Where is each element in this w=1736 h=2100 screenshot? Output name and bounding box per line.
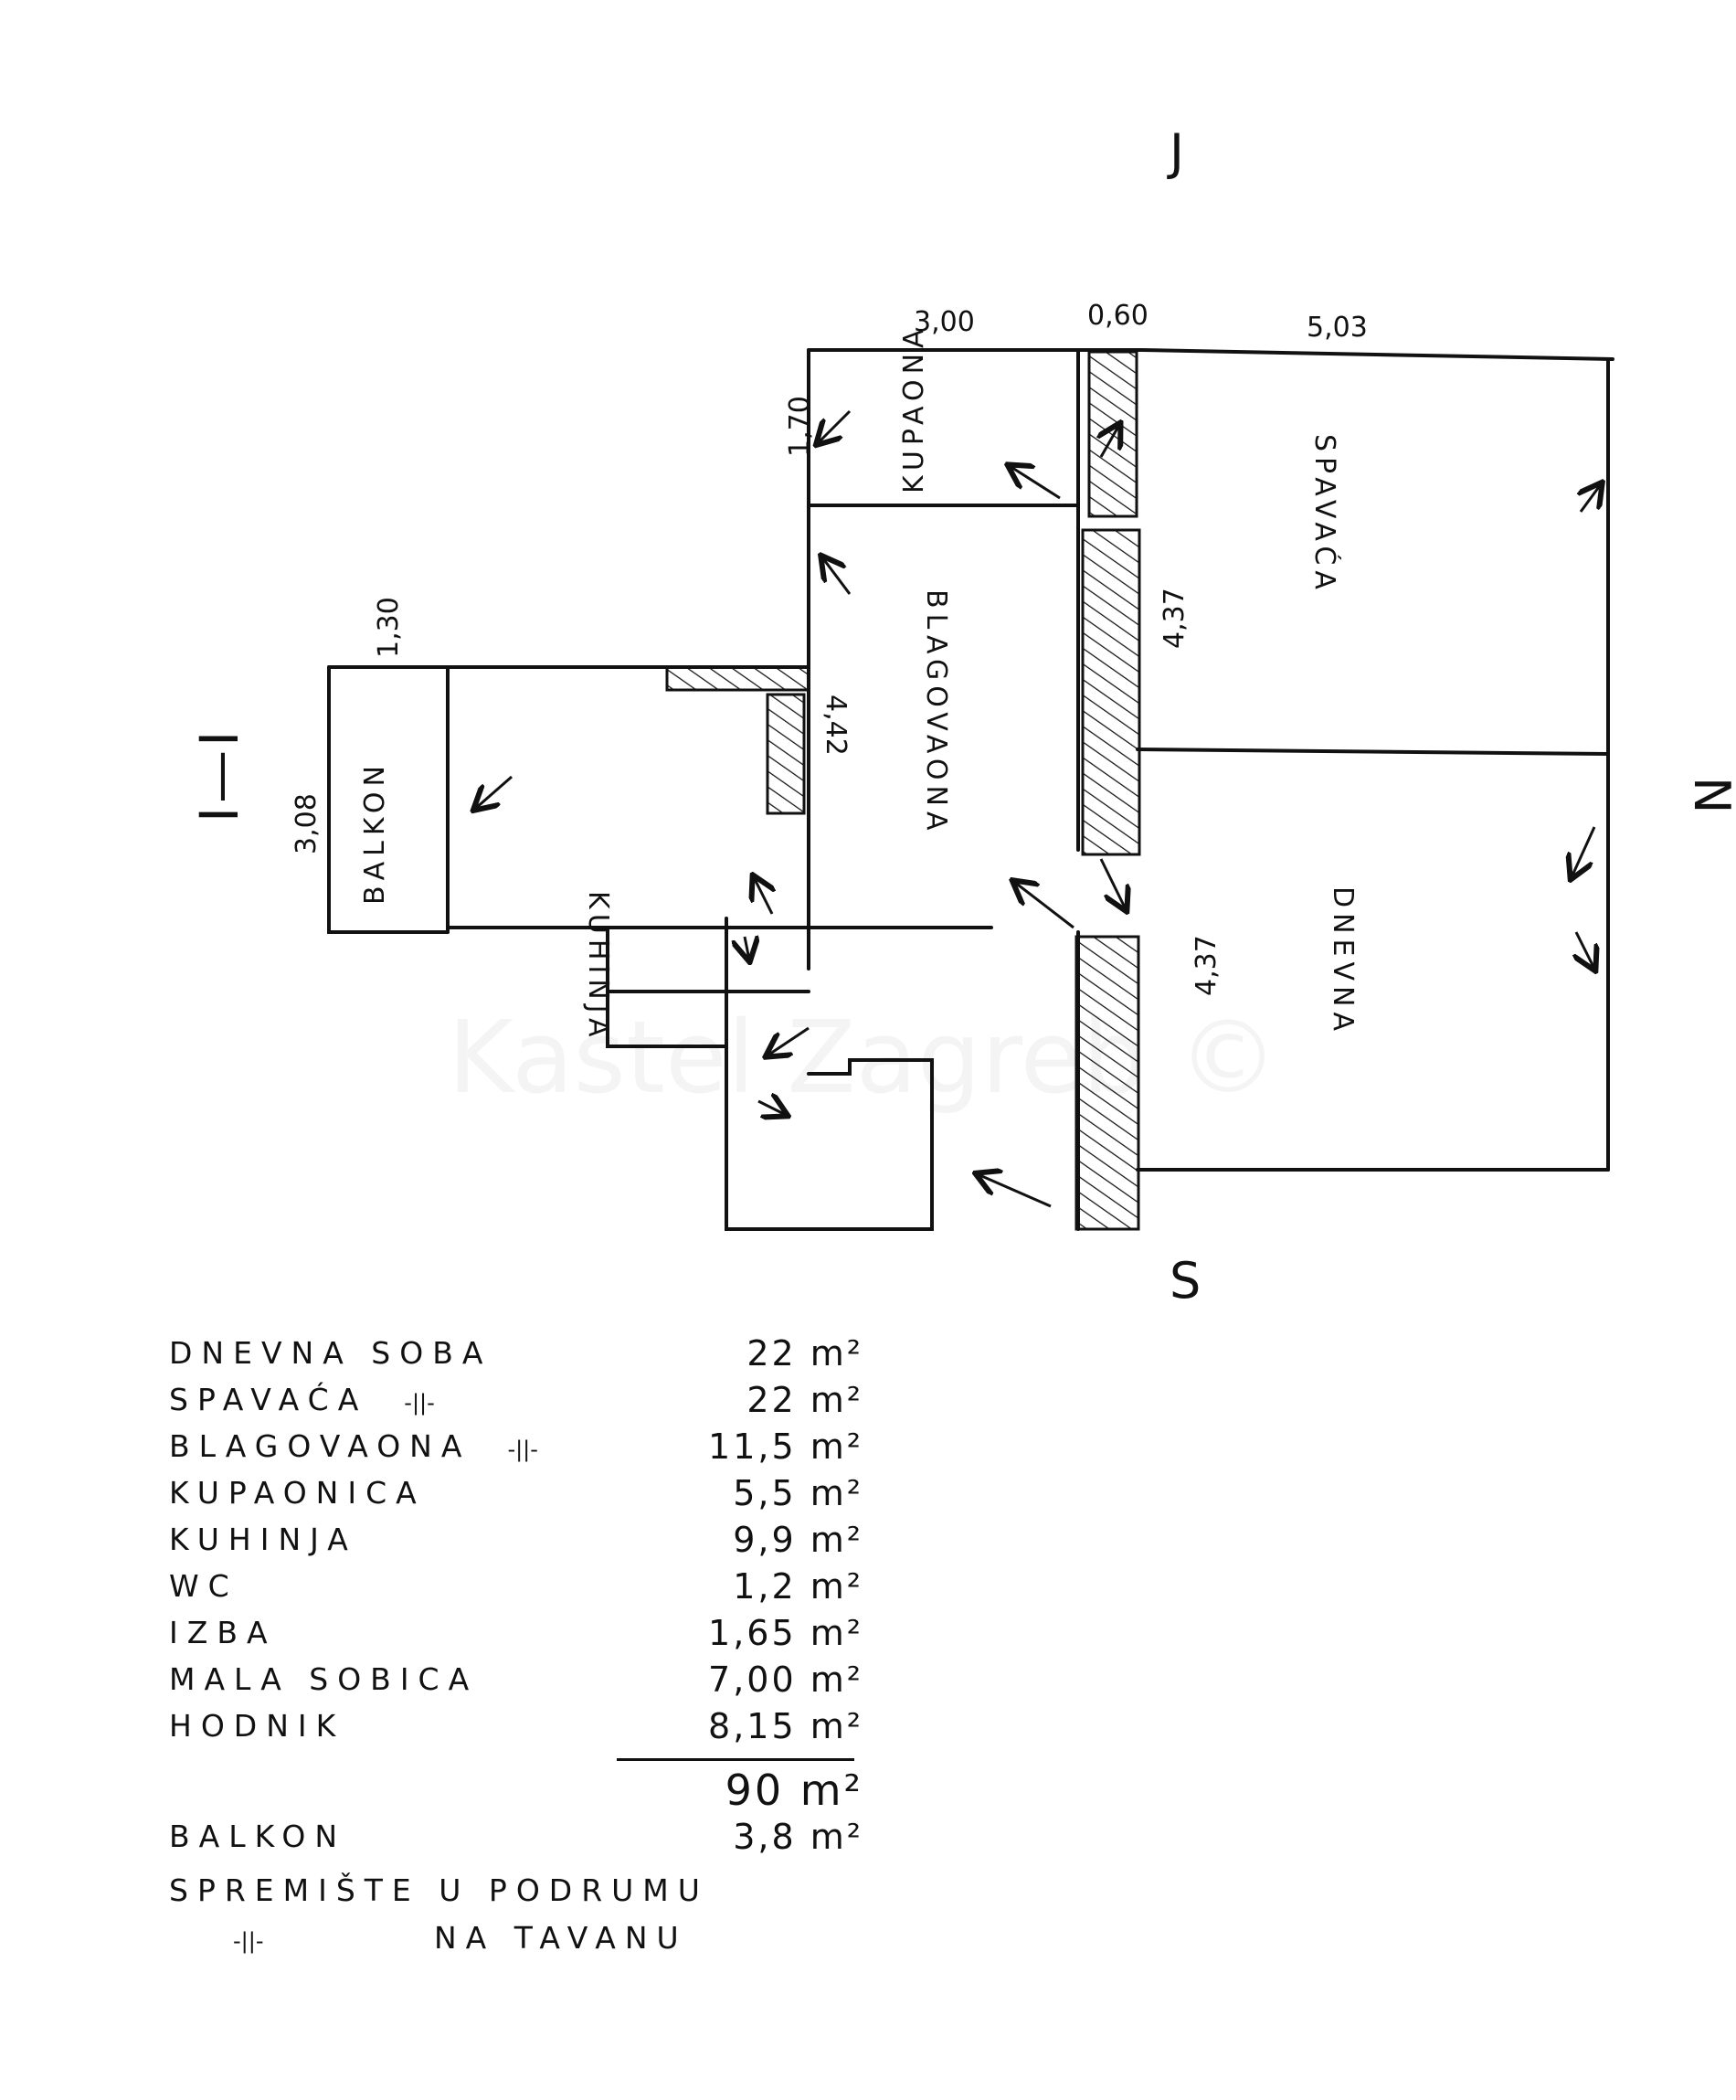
storage-notes: SPREMIŠTE U PODRUMU -||- NA TAVANU [169, 1872, 863, 1967]
area-value: 1,2 m² [733, 1565, 863, 1607]
area-room-name: KUHINJA [169, 1522, 598, 1557]
area-room-name: MALA SOBICA [169, 1661, 598, 1697]
area-room-name: BLAGOVAONA -||- [169, 1428, 598, 1464]
total-area: 90 m² [725, 1765, 863, 1815]
balcony-label: BALKON [169, 1819, 347, 1854]
compass-south: S [1170, 1252, 1201, 1310]
room-name-text: DNEVNA SOBA [169, 1335, 492, 1371]
storage-line-1: SPREMIŠTE U PODRUMU [169, 1872, 709, 1908]
room-name-text: IZBA [169, 1615, 277, 1650]
room-name-text: WC [169, 1568, 238, 1604]
area-value: 11,5 m² [708, 1426, 863, 1467]
watermark: Kastel Zagreb © [448, 999, 1278, 1116]
area-value: 1,65 m² [708, 1612, 863, 1653]
dim-spavaca-length: 4,37 [1159, 588, 1191, 649]
area-value: 7,00 m² [708, 1659, 863, 1700]
area-room-name: SPAVAĆA -||- [169, 1382, 598, 1417]
balcony-row: BALKON 3,8 m² [169, 1813, 863, 1860]
room-name-text: HODNIK [169, 1708, 345, 1744]
room-label-spavaca: SPAVAĆA [1308, 434, 1342, 595]
room-label-kuhinja: KUHINJA [582, 891, 614, 1043]
area-value: 5,5 m² [733, 1472, 863, 1513]
room-name-text: BLAGOVAONA [169, 1428, 471, 1464]
room-name-text: KUHINJA [169, 1522, 357, 1557]
area-value: 8,15 m² [708, 1705, 863, 1746]
table-row: IZBA 1,65 m² [169, 1609, 863, 1656]
area-room-name: KUPAONICA [169, 1475, 598, 1511]
dim-top-mid: 0,60 [1087, 300, 1149, 332]
door-arrows [475, 409, 1601, 1208]
table-row: MALA SOBICA 7,00 m² [169, 1656, 863, 1702]
room-label-kupaona: KUPAONA [898, 323, 930, 493]
ditto-mark: -||- [507, 1437, 538, 1462]
compass-north: N [1683, 777, 1736, 813]
area-value: 9,9 m² [733, 1519, 863, 1560]
room-label-balkon: BALKON [359, 760, 391, 905]
table-row: KUPAONICA 5,5 m² [169, 1469, 863, 1516]
ditto-mark: -||- [404, 1390, 435, 1416]
walls [327, 348, 1614, 1231]
dim-balkon-width: 1,30 [373, 597, 405, 658]
dim-top-left: 3,00 [914, 306, 975, 338]
area-room-name: HODNIK [169, 1708, 598, 1744]
table-row: KUHINJA 9,9 m² [169, 1516, 863, 1563]
section-label: I—I [188, 727, 250, 822]
table-row: DNEVNA SOBA 22 m² [169, 1330, 863, 1376]
area-room-name: IZBA [169, 1615, 598, 1650]
balcony-area: 3,8 m² [733, 1816, 863, 1857]
compass-east: J [1167, 123, 1184, 181]
room-name-text: KUPAONICA [169, 1475, 426, 1511]
dim-blagovaona-length: 4,42 [820, 695, 852, 756]
room-label-blagovaona: BLAGOVAONA [920, 589, 952, 836]
area-room-name: DNEVNA SOBA [169, 1335, 598, 1371]
dim-dnevna-length: 4,37 [1191, 935, 1223, 996]
dim-kupaona-height: 1,70 [784, 396, 816, 457]
ditto-mark: -||- [233, 1928, 264, 1954]
room-label-dnevna: DNEVNA [1327, 886, 1359, 1036]
table-row: BLAGOVAONA -||- 11,5 m² [169, 1423, 863, 1469]
storage-line-2: -||- NA TAVANU [169, 1920, 863, 1967]
area-value: 22 m² [746, 1332, 863, 1373]
room-name-text: MALA SOBICA [169, 1661, 479, 1697]
table-row: HODNIK 8,15 m² [169, 1702, 863, 1749]
total-divider [617, 1758, 854, 1761]
room-name-text: SPAVAĆA [169, 1382, 368, 1417]
table-row: SPAVAĆA -||- 22 m² [169, 1376, 863, 1423]
area-room-name: WC [169, 1568, 598, 1604]
storage-line-2-text: NA TAVANU [434, 1920, 688, 1956]
area-value: 22 m² [746, 1379, 863, 1420]
total-row: 90 m² [169, 1765, 863, 1815]
floor-plan: Kastel Zagreb © [188, 123, 1736, 1310]
dim-top-right: 5,03 [1307, 312, 1368, 344]
table-row: WC 1,2 m² [169, 1563, 863, 1609]
dim-balkon-length: 3,08 [291, 793, 323, 854]
